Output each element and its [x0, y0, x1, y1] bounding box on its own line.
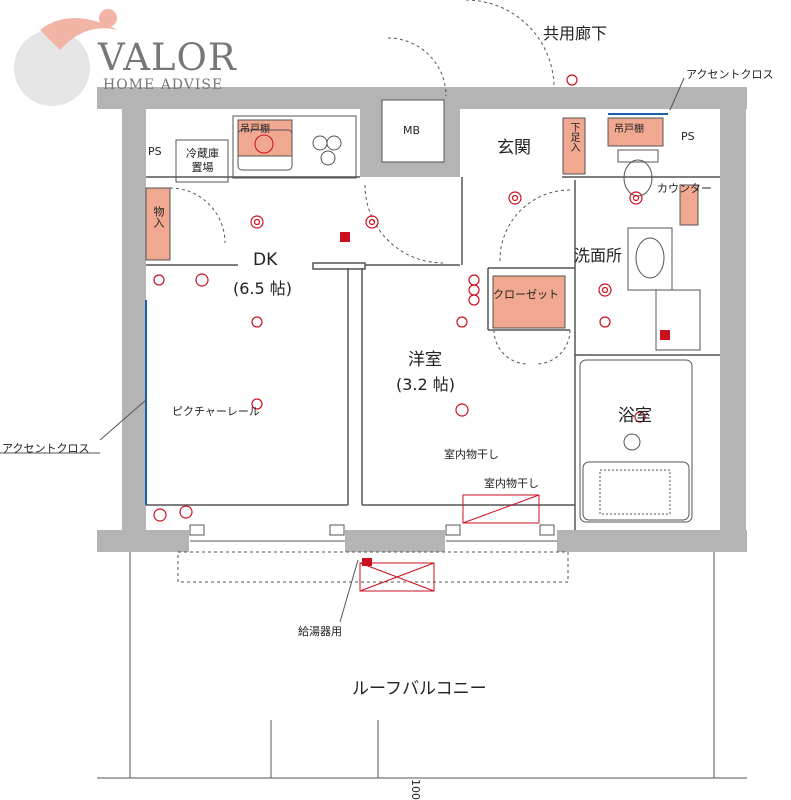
entry-cabinet-label: 吊戸棚	[614, 124, 644, 135]
bathroom-label: 浴室	[618, 406, 652, 426]
fridge-label: 冷蔵庫 置場	[186, 147, 219, 174]
interior-walls	[146, 176, 720, 530]
drying-rack-line	[462, 494, 540, 524]
washbasin	[627, 227, 701, 351]
ps-right-label: PS	[681, 130, 695, 143]
logo-mark	[14, 9, 118, 106]
logo-subtitle: HOME ADVISE	[103, 77, 224, 93]
shoe-cabinet-label: 下足入	[568, 122, 579, 152]
dimension-100-label: 100	[409, 779, 422, 800]
closet-label: クローゼット	[493, 288, 559, 301]
toilet	[617, 149, 659, 197]
counter-label: カウンター	[657, 182, 712, 195]
accent-cloth-top-label: アクセントクロス	[686, 68, 774, 81]
picture-rail-label: ピクチャーレール	[172, 405, 260, 418]
indoor-drying-label-2: 室内物干し	[484, 477, 539, 490]
storage-label: 物入	[152, 206, 165, 228]
indoor-drying-label-1: 室内物干し	[444, 448, 499, 461]
ps-left-label: PS	[148, 145, 162, 158]
corridor-label: 共用廊下	[543, 24, 608, 43]
water-heater-label: 給湯器用	[298, 625, 342, 638]
balcony-label: ルーフバルコニー	[352, 679, 487, 699]
storage-fills	[145, 117, 699, 329]
mb-label: MB	[403, 124, 421, 137]
doors	[169, 0, 571, 365]
accent-cloth-left-label: アクセントクロス	[2, 442, 90, 455]
logo-title: VALOR	[98, 36, 237, 79]
walls	[97, 87, 747, 552]
mb-box	[381, 99, 445, 163]
bathtub	[579, 359, 693, 523]
drying-rack	[462, 494, 540, 524]
leader-lines	[0, 77, 685, 623]
western-room-label: 洋室	[408, 350, 442, 370]
kitchen	[175, 115, 357, 183]
switch-markers	[340, 232, 670, 566]
dk-label: DK	[253, 250, 278, 270]
western-room-size-label: (3.2 帖)	[396, 375, 456, 394]
light-fixtures	[153, 74, 646, 522]
kitchen-cabinet-label: 吊戸棚	[240, 124, 270, 135]
accent-cloth-lines	[145, 113, 668, 505]
sash-markers	[189, 524, 557, 542]
balcony-frame	[97, 551, 747, 779]
washroom-label: 洗面所	[574, 246, 623, 265]
entrance-label: 玄関	[497, 138, 531, 158]
dk-size-label: (6.5 帖)	[233, 279, 293, 298]
